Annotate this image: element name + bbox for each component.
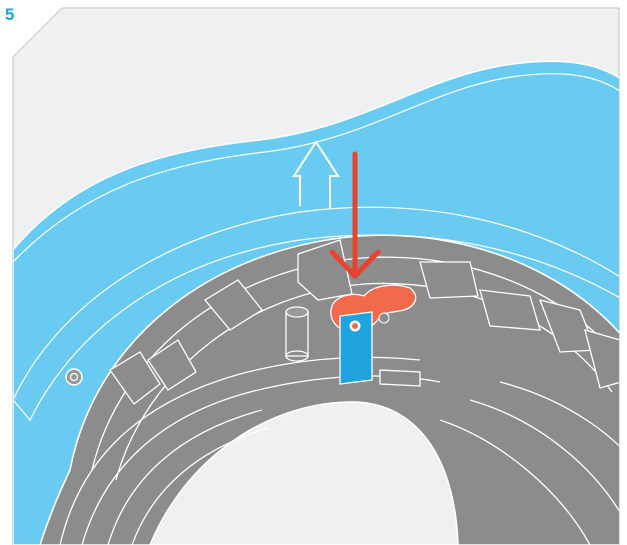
screw (66, 369, 82, 385)
blue-tab (340, 312, 372, 384)
ring-post (286, 307, 308, 361)
latch-hole (379, 313, 389, 323)
